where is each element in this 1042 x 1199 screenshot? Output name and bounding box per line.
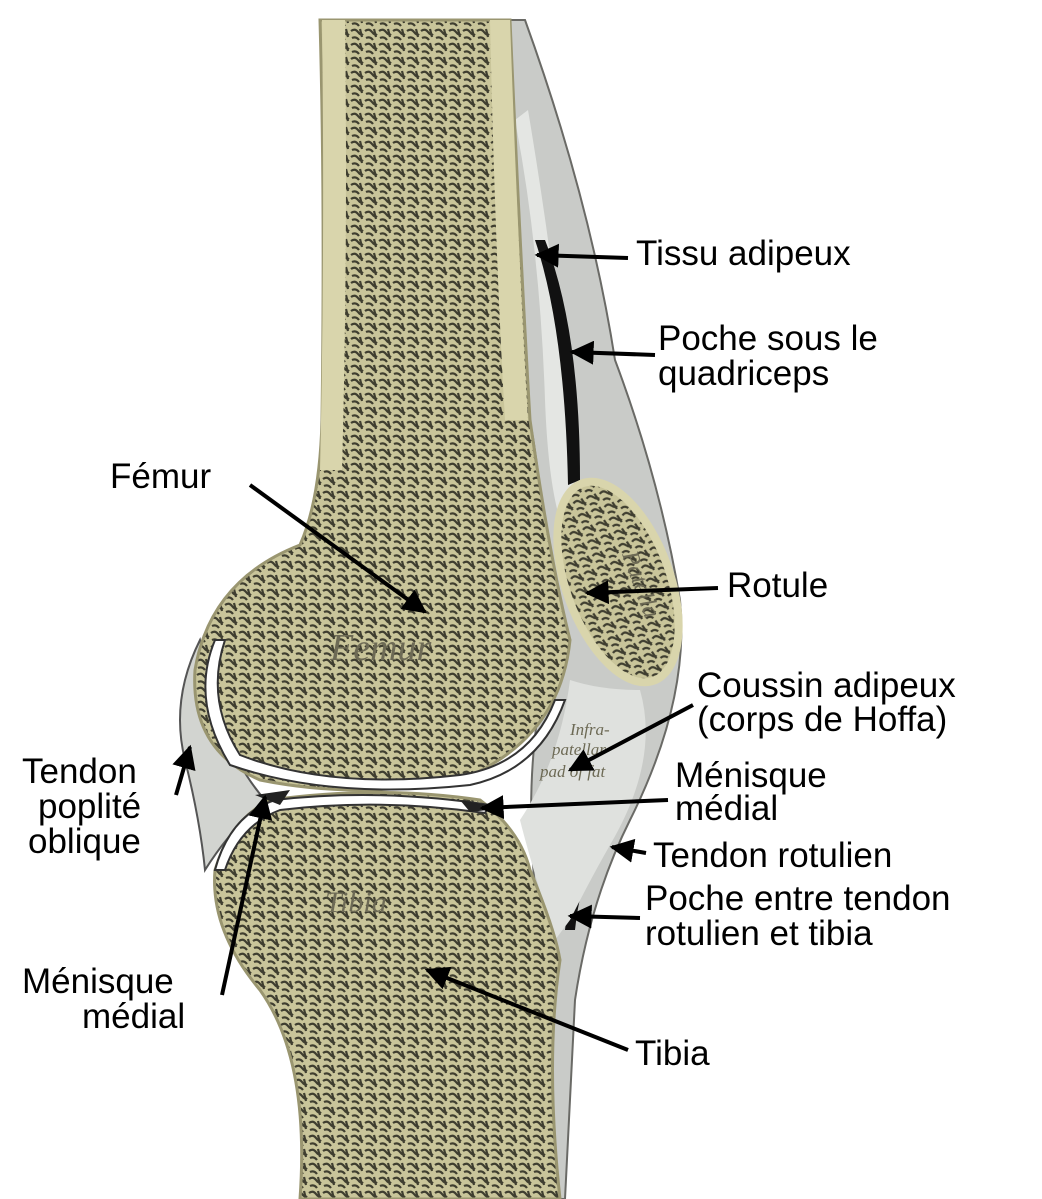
label-poche-quadriceps-2: quadriceps: [658, 354, 829, 393]
label-poche-quadriceps-1: Poche sous le: [658, 319, 878, 358]
patella-bone: [553, 477, 683, 687]
label-tendon-poplite-1: Tendon: [22, 752, 137, 791]
label-coussin-1: Coussin adipeux: [697, 666, 956, 705]
label-menisque-left-2: médial: [82, 997, 185, 1036]
arrow-poche-entre: [567, 904, 641, 929]
femur-cortex-left: [320, 20, 346, 470]
label-tendon-poplite-2: poplité: [38, 787, 141, 826]
femur-cartilage: [204, 639, 567, 791]
arrow-tissu-adipeux: [534, 243, 629, 268]
arrow-tendon-rotulien: [609, 838, 647, 863]
infra-label-3: pad of fat: [539, 762, 606, 781]
label-tendon-poplite-3: oblique: [28, 822, 141, 861]
suprapatellar-bursa: [535, 240, 580, 485]
arrow-menisque-right: [479, 795, 669, 820]
arrow-femur: [248, 483, 427, 614]
infra-label-1: Infra-: [569, 720, 610, 739]
label-femur: Fémur: [110, 457, 211, 496]
arrow-tendon-poplite: [172, 744, 196, 796]
label-tendon-rotulien: Tendon rotulien: [653, 836, 892, 875]
arrow-rotule: [584, 580, 719, 605]
label-tibia: Tibia: [635, 1034, 710, 1073]
label-poche-entre-2: rotulien et tibia: [645, 914, 873, 953]
arrow-menisque-left: [220, 794, 273, 996]
label-poche-entre-1: Poche entre tendon: [645, 879, 951, 918]
arrow-poche-quadriceps: [569, 340, 656, 365]
arrow-tibia: [424, 966, 629, 1052]
fat-tissue: [515, 110, 575, 520]
labels: Tissu adipeux Poche sous le quadriceps F…: [22, 234, 956, 1073]
label-tissu-adipeux: Tissu adipeux: [636, 234, 851, 273]
label-rotule: Rotule: [727, 566, 828, 605]
femur-inner-label: Femur: [329, 627, 432, 669]
tibia-inner-label: Tibia: [325, 886, 387, 919]
label-menisque-left-1: Ménisque: [22, 962, 174, 1001]
femur-cortex-right: [490, 20, 528, 420]
label-menisque-right-2: médial: [675, 789, 778, 828]
tibia-bone: [213, 791, 562, 1199]
leader-arrows: [172, 243, 719, 1052]
arrow-coussin: [567, 703, 694, 772]
label-menisque-right-1: Ménisque: [675, 756, 827, 795]
label-coussin-2: (corps de Hoffa): [697, 700, 947, 739]
